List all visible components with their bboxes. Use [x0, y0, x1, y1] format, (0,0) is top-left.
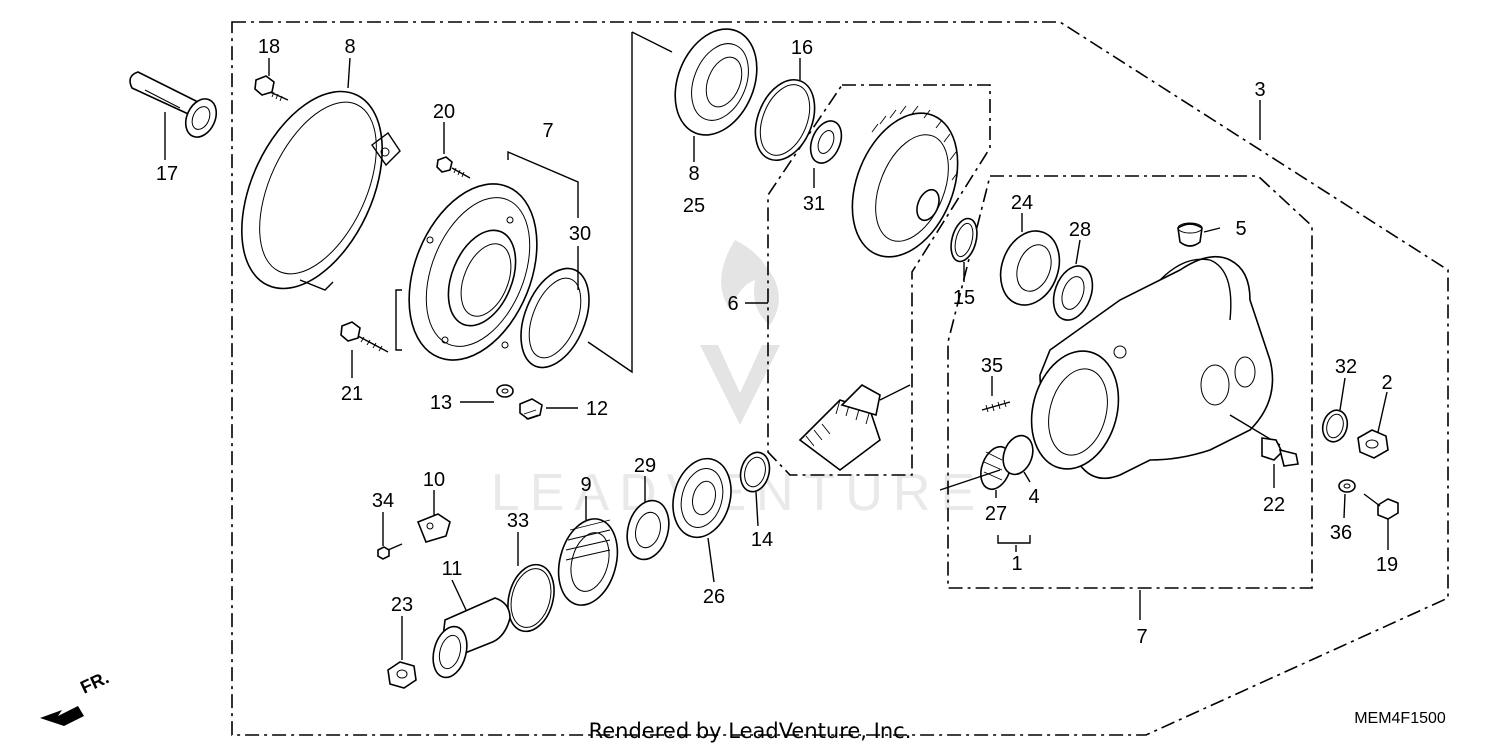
- callout-22: 21: [341, 383, 363, 405]
- callout-31: 30: [569, 223, 591, 245]
- part-bolt-23: [1229, 414, 1299, 467]
- part-oring-34: [507, 563, 555, 633]
- callout-25: 24: [1011, 192, 1033, 214]
- watermark: LEADVENTURE: [491, 240, 985, 522]
- callout-16: 15: [953, 287, 975, 309]
- callout-13: 12: [586, 398, 608, 420]
- callout-8-holder: 7: [542, 120, 553, 142]
- diagram-code: MEM4F1500: [1354, 710, 1446, 727]
- part-bearing-8: [674, 28, 758, 136]
- part-final-case: [1030, 255, 1274, 480]
- callout-14: 13: [430, 392, 452, 414]
- part-sleeve-18: [129, 71, 218, 138]
- part-pinion-shaft: [798, 384, 881, 471]
- part-bolt-35: [377, 543, 403, 560]
- callout-21: 20: [433, 101, 455, 123]
- part-washer-14: [496, 384, 514, 398]
- callout-23: 22: [1263, 494, 1285, 516]
- callout-1: 1: [1011, 553, 1022, 575]
- callout-27: 26: [703, 586, 725, 608]
- part-plug-13: [519, 398, 543, 420]
- callout-9: 8: [344, 36, 355, 58]
- callout-4: 4: [1028, 486, 1039, 508]
- callout-33: 32: [1335, 356, 1357, 378]
- callout-17: 16: [791, 37, 813, 59]
- part-bolt-20: [1363, 493, 1399, 520]
- callout-11: 10: [423, 469, 445, 491]
- part-cap-5: [1177, 222, 1203, 247]
- part-nut-24: [387, 661, 417, 689]
- part-bearing-27: [672, 457, 732, 539]
- callout-3: 3: [1254, 79, 1265, 101]
- part-clip-4: [1002, 434, 1034, 476]
- footer-credit: Rendered by LeadVenture, Inc.: [589, 719, 912, 743]
- callout-24: 23: [391, 594, 413, 616]
- callout-2: 2: [1381, 372, 1392, 394]
- assembly-border: [231, 21, 1449, 736]
- callout-35: 34: [372, 490, 394, 512]
- callout-6: 6: [727, 293, 738, 315]
- part-shim-15: [739, 451, 771, 493]
- gear-set-border: [767, 84, 991, 476]
- callout-8-bearing: 8: [688, 163, 699, 185]
- callout-18: 17: [156, 163, 178, 185]
- part-shim-16: [950, 217, 978, 263]
- callout-29: 28: [1069, 219, 1091, 241]
- part-circlip-17: [754, 78, 816, 162]
- callout-26: 25: [683, 195, 705, 217]
- callout-34: 33: [507, 510, 529, 532]
- front-arrow: FR.: [40, 667, 112, 728]
- callout-36: 35: [981, 355, 1003, 377]
- part-seal-30: [626, 499, 670, 561]
- callout-19: 18: [258, 36, 280, 58]
- callout-15: 14: [751, 529, 773, 551]
- front-arrow-label: FR.: [77, 667, 112, 697]
- part-plug-2: [1357, 429, 1389, 459]
- part-stud-36: [981, 399, 1011, 413]
- callout-10: 9: [580, 474, 591, 496]
- part-bolt-19: [254, 75, 289, 102]
- callout-30: 29: [634, 455, 656, 477]
- callout-5: 5: [1235, 218, 1246, 240]
- part-washer-37: [1338, 479, 1356, 493]
- part-ring-gear: [851, 105, 959, 258]
- part-seal-31: [520, 267, 590, 369]
- part-bearing-holder: [408, 183, 538, 361]
- part-bracket-11: [416, 513, 451, 543]
- part-cover-ring-9: [241, 90, 401, 291]
- callout-12: 11: [442, 558, 463, 580]
- part-spline-10: [557, 518, 619, 606]
- part-seal-29: [1052, 265, 1094, 321]
- leader-lines: [164, 31, 1389, 660]
- part-bolt-21: [436, 156, 471, 179]
- part-bearing-25: [999, 230, 1061, 306]
- part-joint-12: [432, 597, 511, 679]
- watermark-text: LEADVENTURE: [491, 464, 985, 522]
- callout-7: 7: [1136, 626, 1147, 648]
- part-oring-33: [1321, 409, 1349, 443]
- callout-37: 36: [1330, 522, 1352, 544]
- callout-32: 31: [803, 193, 825, 215]
- callout-28: 27: [985, 503, 1007, 525]
- case-border: [947, 175, 1313, 589]
- callout-labels: 18 8 17 20 7 30 21 13 12 8 25 16 31 15 2…: [156, 36, 1398, 648]
- part-seal-32: [809, 120, 843, 164]
- callout-20: 19: [1376, 554, 1398, 576]
- part-bolt-22: [340, 321, 389, 353]
